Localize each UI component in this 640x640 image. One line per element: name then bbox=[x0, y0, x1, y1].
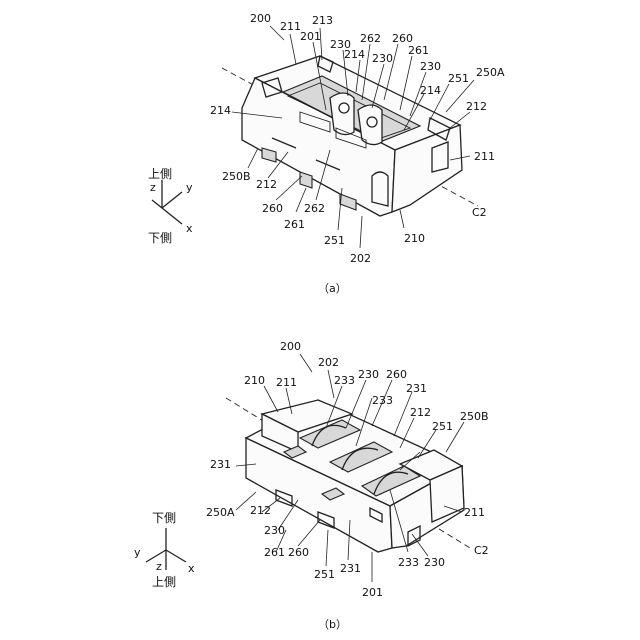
label-b-230-2: 230 bbox=[264, 524, 285, 537]
label-b-233-2: 233 bbox=[372, 394, 393, 407]
label-b-211-1: 211 bbox=[276, 376, 297, 389]
housing-body-a bbox=[242, 56, 462, 216]
label-b-231-2: 231 bbox=[210, 458, 231, 471]
label-c2-a: C2 bbox=[472, 206, 487, 219]
axis-z-b: z bbox=[156, 560, 162, 573]
label-down-side-b: 下側 bbox=[152, 511, 176, 525]
label-250B: 250B bbox=[222, 170, 251, 183]
axis-z-a: z bbox=[150, 181, 156, 194]
label-b-201: 201 bbox=[362, 586, 383, 599]
axis-triad-a: z y x 上側 下側 bbox=[148, 167, 193, 245]
axis-y-a: y bbox=[186, 181, 193, 194]
label-251-2: 251 bbox=[324, 234, 345, 247]
label-211: 211 bbox=[280, 20, 301, 33]
label-b-233-1: 233 bbox=[334, 374, 355, 387]
label-262-1: 262 bbox=[360, 32, 381, 45]
label-250A: 250A bbox=[476, 66, 505, 79]
label-230-3: 230 bbox=[420, 60, 441, 73]
label-210: 210 bbox=[404, 232, 425, 245]
label-b-230-1: 230 bbox=[358, 368, 379, 381]
label-b-260: 260 bbox=[386, 368, 407, 381]
label-b-250B: 250B bbox=[460, 410, 489, 423]
label-230-2: 230 bbox=[372, 52, 393, 65]
figure-a: z y x 上側 下側 200 211 213 201 230 262 260 … bbox=[148, 12, 505, 295]
label-202: 202 bbox=[350, 252, 371, 265]
axis-triad-b: z y x 下側 上側 bbox=[134, 511, 195, 589]
label-b-233-3: 233 bbox=[398, 556, 419, 569]
label-b-211-2: 211 bbox=[464, 506, 485, 519]
label-b-251-1: 251 bbox=[432, 420, 453, 433]
label-b-212-2: 212 bbox=[250, 504, 271, 517]
axis-x-a: x bbox=[186, 222, 193, 235]
label-b-251-2: 251 bbox=[314, 568, 335, 581]
label-262-2: 262 bbox=[304, 202, 325, 215]
label-200: 200 bbox=[250, 12, 271, 25]
figure-b: z y x 下側 上側 200 202 210 211 233 230 260 … bbox=[134, 340, 489, 631]
label-b-231-3: 231 bbox=[340, 562, 361, 575]
label-201: 201 bbox=[300, 30, 321, 43]
label-b-230-3: 230 bbox=[424, 556, 445, 569]
label-261-1: 261 bbox=[408, 44, 429, 57]
label-b-200: 200 bbox=[280, 340, 301, 353]
caption-a: （a） bbox=[318, 282, 347, 295]
label-up-side-b: 上側 bbox=[152, 575, 176, 589]
label-214-1: 214 bbox=[344, 48, 365, 61]
label-214-3: 214 bbox=[210, 104, 231, 117]
label-211-2: 211 bbox=[474, 150, 495, 163]
axis-x-b: x bbox=[188, 562, 195, 575]
label-260-2: 260 bbox=[262, 202, 283, 215]
label-b-202: 202 bbox=[318, 356, 339, 369]
label-b-231-1: 231 bbox=[406, 382, 427, 395]
label-b-261: 261 bbox=[264, 546, 285, 559]
label-b-210: 210 bbox=[244, 374, 265, 387]
label-261-2: 261 bbox=[284, 218, 305, 231]
caption-b: （b） bbox=[318, 618, 347, 631]
label-212-2: 212 bbox=[256, 178, 277, 191]
label-down-side-a: 下側 bbox=[148, 231, 172, 245]
label-up-side-a: 上側 bbox=[148, 167, 172, 181]
label-b-c2: C2 bbox=[474, 544, 489, 557]
label-b-260-2: 260 bbox=[288, 546, 309, 559]
label-213: 213 bbox=[312, 14, 333, 27]
label-214-2: 214 bbox=[420, 84, 441, 97]
label-212-1: 212 bbox=[466, 100, 487, 113]
axis-y-b: y bbox=[134, 546, 141, 559]
label-b-250A: 250A bbox=[206, 506, 235, 519]
label-251-1: 251 bbox=[448, 72, 469, 85]
label-b-212-1: 212 bbox=[410, 406, 431, 419]
